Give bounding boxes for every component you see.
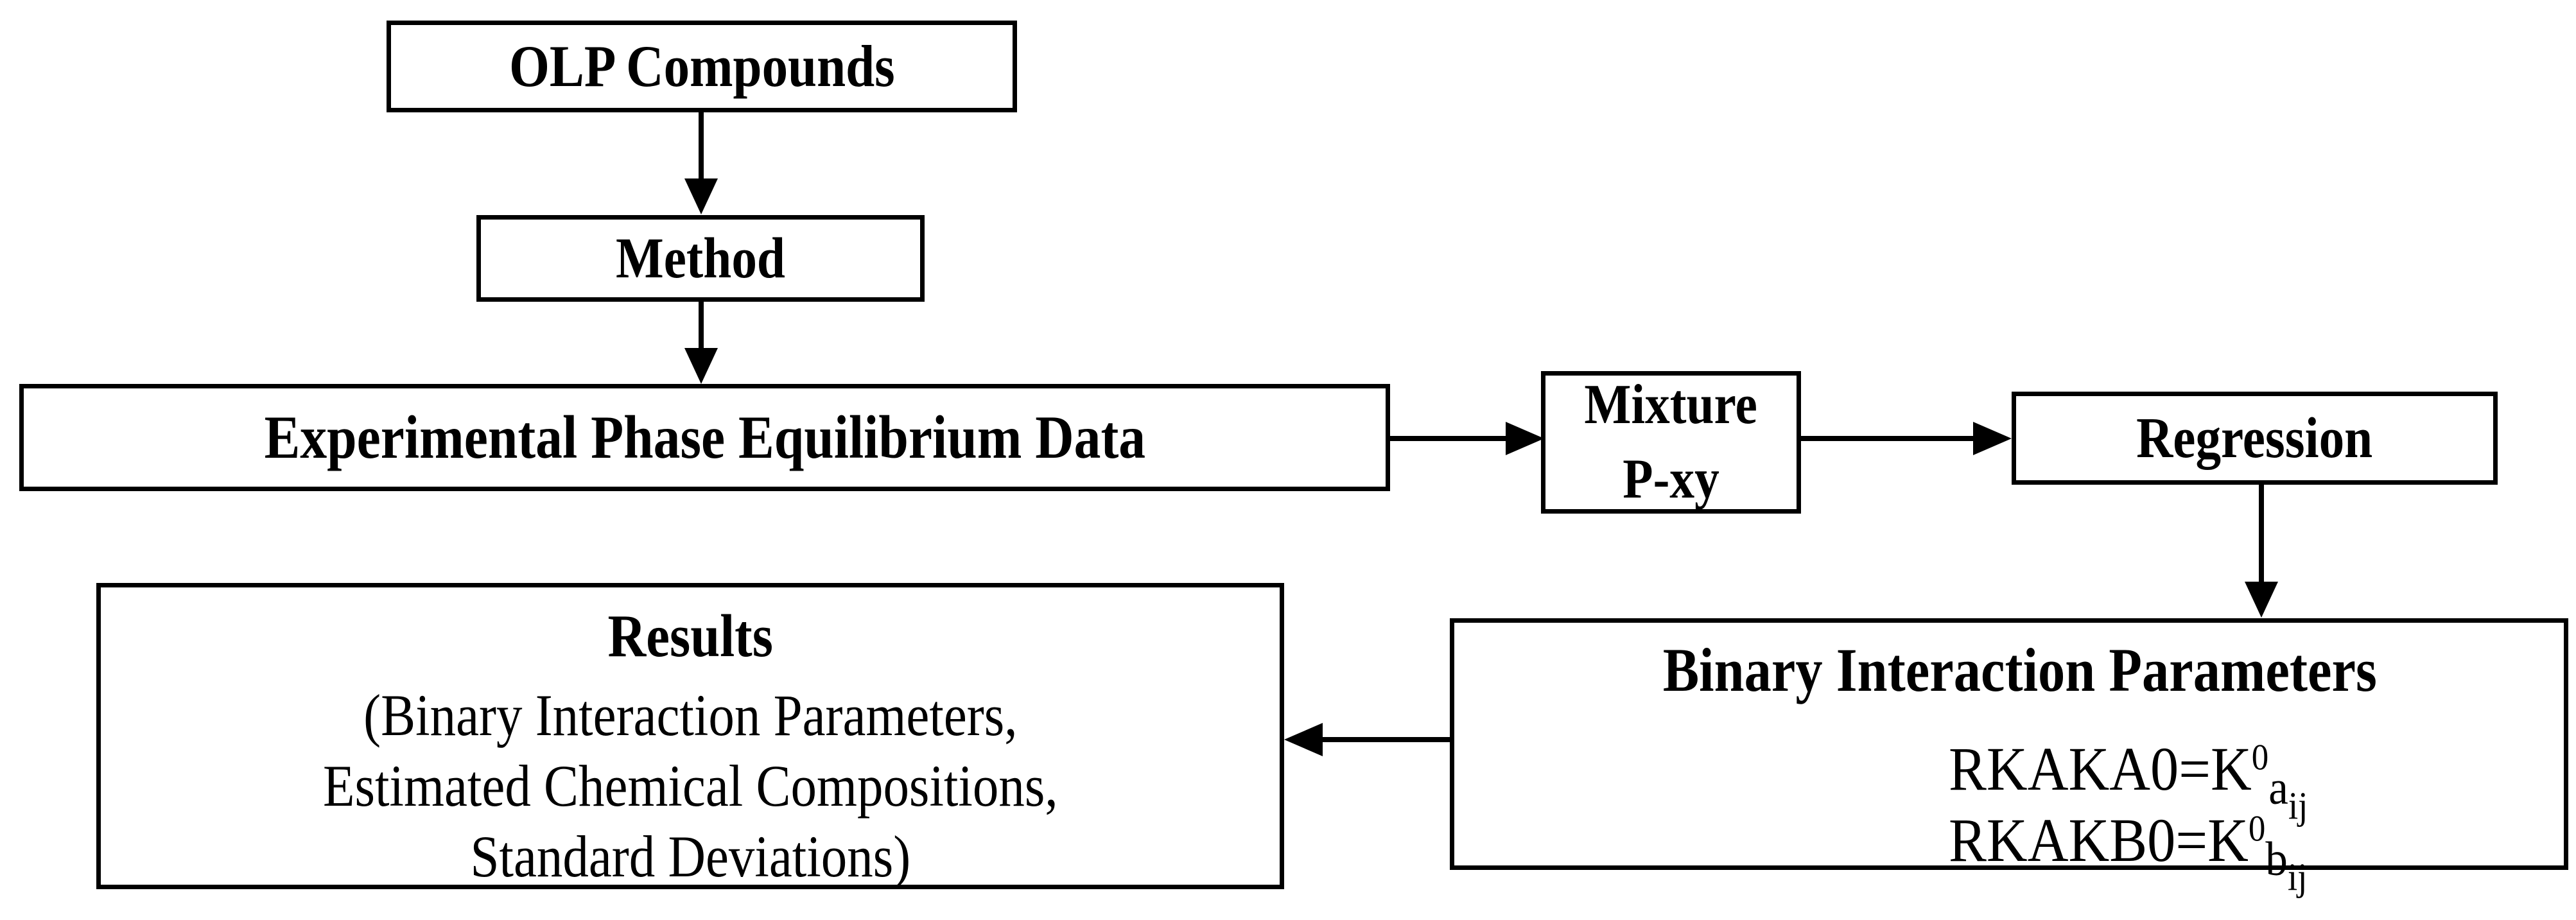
node-bip-formula-b-subscript: bij bbox=[2265, 835, 2307, 896]
node-bip-formula-b-superscript: 0 bbox=[2248, 808, 2266, 849]
node-bip-formula-b-lhs: RKAKB0=K bbox=[1948, 805, 2249, 874]
node-binary-interaction-parameters[interactable]: Binary Interaction Parameters RKAKA0=K0a… bbox=[1450, 618, 2568, 896]
node-mixture-pxy-line2: P-xy bbox=[1623, 448, 1719, 510]
node-bip-formula-a: RKAKA0=K0aij bbox=[1948, 734, 2308, 825]
edge-expdata-to-mixture-line bbox=[1390, 436, 1512, 441]
node-results-line-2: Estimated Chemical Compositions, bbox=[322, 752, 1058, 819]
edge-regression-to-bip-arrowhead bbox=[2245, 582, 2278, 618]
node-regression[interactable]: Regression bbox=[2012, 392, 2498, 485]
node-method[interactable]: Method bbox=[476, 215, 925, 302]
node-bip-formula-a-subscript: aij bbox=[2268, 764, 2308, 825]
node-bip-formula-a-subscript-outer: a bbox=[2268, 761, 2288, 815]
node-bip-formula-a-subscript-inner: ij bbox=[2288, 784, 2308, 827]
edge-expdata-to-mixture-arrowhead bbox=[1506, 422, 1544, 455]
node-mixture-pxy-line1: Mixture bbox=[1584, 373, 1758, 436]
node-results-detail-list: (Binary Interaction Parameters, Estimate… bbox=[323, 680, 1058, 892]
node-bip-formula-b: RKAKB0=K0bij bbox=[1948, 805, 2308, 896]
node-olp-compounds[interactable]: OLP Compounds bbox=[387, 21, 1017, 112]
edge-olp-to-method-arrowhead bbox=[684, 178, 718, 214]
node-bip-formula-b-subscript-inner: ij bbox=[2287, 856, 2308, 899]
edge-method-to-expdata-arrowhead bbox=[684, 348, 718, 384]
node-bip-formula-b-subscript-outer: b bbox=[2265, 833, 2288, 887]
node-results-line-3: Standard Deviations) bbox=[470, 824, 910, 890]
node-results-title: Results bbox=[607, 603, 773, 670]
edge-mixture-to-regression-line bbox=[1801, 436, 1978, 441]
edge-mixture-to-regression-arrowhead bbox=[1973, 422, 2012, 455]
edge-method-to-expdata-line bbox=[699, 302, 704, 350]
node-bip-formula-a-superscript: 0 bbox=[2251, 737, 2269, 777]
node-olp-compounds-label: OLP Compounds bbox=[509, 33, 895, 99]
node-bip-title: Binary Interaction Parameters bbox=[1662, 636, 2378, 704]
edge-bip-to-results-line bbox=[1323, 737, 1450, 742]
node-experimental-data[interactable]: Experimental Phase Equilibrium Data bbox=[19, 384, 1390, 491]
edge-olp-to-method-line bbox=[699, 112, 704, 180]
node-experimental-data-label: Experimental Phase Equilibrium Data bbox=[264, 403, 1145, 472]
edge-bip-to-results-arrowhead bbox=[1284, 723, 1323, 756]
node-bip-formula-a-lhs: RKAKA0=K bbox=[1948, 734, 2252, 803]
node-results-line-1: (Binary Interaction Parameters, bbox=[363, 682, 1018, 748]
node-regression-label: Regression bbox=[2136, 406, 2373, 470]
node-method-label: Method bbox=[615, 226, 785, 290]
node-results[interactable]: Results (Binary Interaction Parameters, … bbox=[96, 583, 1284, 889]
edge-regression-to-bip-line bbox=[2259, 485, 2264, 584]
node-mixture-pxy[interactable]: Mixture P-xy bbox=[1541, 371, 1801, 514]
node-bip-formula-list: RKAKA0=K0aij RKAKB0=K0bij bbox=[1948, 734, 2308, 896]
